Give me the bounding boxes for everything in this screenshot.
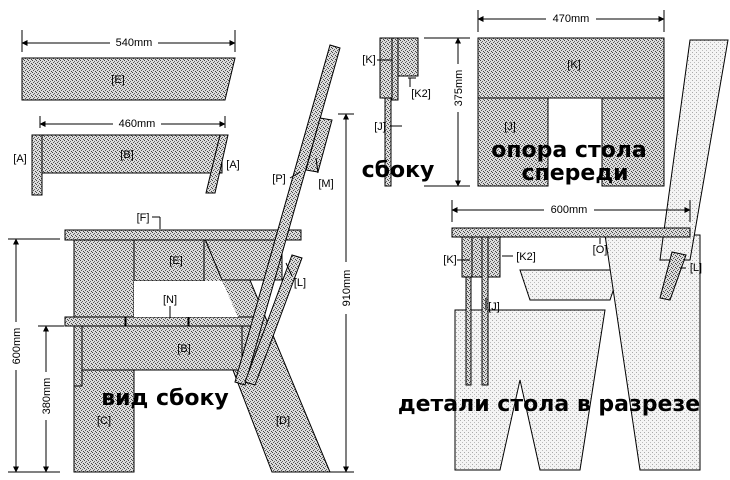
caption-table-parts-section: детали стола в разрезе bbox=[398, 392, 700, 417]
chair-side-view: [F] [E] [N] [B] [C] [D] [P] [M] [L] 600m… bbox=[8, 44, 354, 473]
part-e-board: 540mm [E] bbox=[21, 30, 236, 101]
table-support-front: 470mm [K] [J] опора стола спереди bbox=[477, 10, 665, 187]
label-k-front: [K] bbox=[567, 59, 580, 71]
label-k2-sec: [K2] bbox=[516, 251, 536, 263]
label-a-right: [A] bbox=[226, 159, 239, 171]
caption-table-support-front-1: опора стола bbox=[491, 138, 647, 163]
label-a-left: [A] bbox=[13, 153, 26, 165]
background-chair-silhouette bbox=[454, 39, 729, 471]
dim-600-top: 600mm bbox=[551, 204, 588, 216]
caption-table-support-front-2: спереди bbox=[521, 161, 628, 186]
label-l-sec: [L] bbox=[690, 262, 702, 274]
part-seat-frame: 460mm [A] [B] [A] bbox=[13, 116, 240, 196]
label-e-top: [E] bbox=[111, 74, 124, 86]
label-c: [C] bbox=[97, 415, 111, 427]
dim-460: 460mm bbox=[119, 118, 156, 130]
caption-side: сбоку bbox=[362, 158, 435, 183]
label-f: [F] bbox=[137, 212, 150, 224]
table-support-side: [K] [K2] [J] сбоку 375mm bbox=[362, 37, 470, 187]
label-j-front: [J] bbox=[504, 121, 516, 133]
label-k-side: [K] bbox=[362, 54, 375, 66]
label-k2-side: [K2] bbox=[411, 88, 431, 100]
dim-470: 470mm bbox=[553, 13, 590, 25]
label-l: [L] bbox=[294, 277, 306, 289]
label-d: [D] bbox=[276, 415, 290, 427]
label-k-sec: [K] bbox=[443, 254, 456, 266]
label-e-mid: [E] bbox=[169, 255, 182, 267]
label-m: [M] bbox=[318, 178, 333, 190]
label-b-mid: [B] bbox=[177, 343, 190, 355]
dim-910: 910mm bbox=[341, 270, 353, 307]
label-j-side: [J] bbox=[374, 121, 386, 133]
label-j-sec: [J] bbox=[488, 301, 500, 313]
label-o: [O] bbox=[593, 244, 608, 256]
label-p: [P] bbox=[272, 173, 285, 185]
dim-600-left: 600mm bbox=[11, 328, 23, 365]
table-section: 600mm [K] [K2] [O] [J] [L] детали стола … bbox=[398, 200, 702, 417]
caption-side-view: вид сбоку bbox=[101, 386, 229, 411]
dim-540: 540mm bbox=[116, 37, 153, 49]
label-b-top: [B] bbox=[120, 149, 133, 161]
dim-375: 375mm bbox=[453, 70, 465, 107]
dim-380: 380mm bbox=[41, 378, 53, 415]
label-n: [N] bbox=[163, 294, 177, 306]
